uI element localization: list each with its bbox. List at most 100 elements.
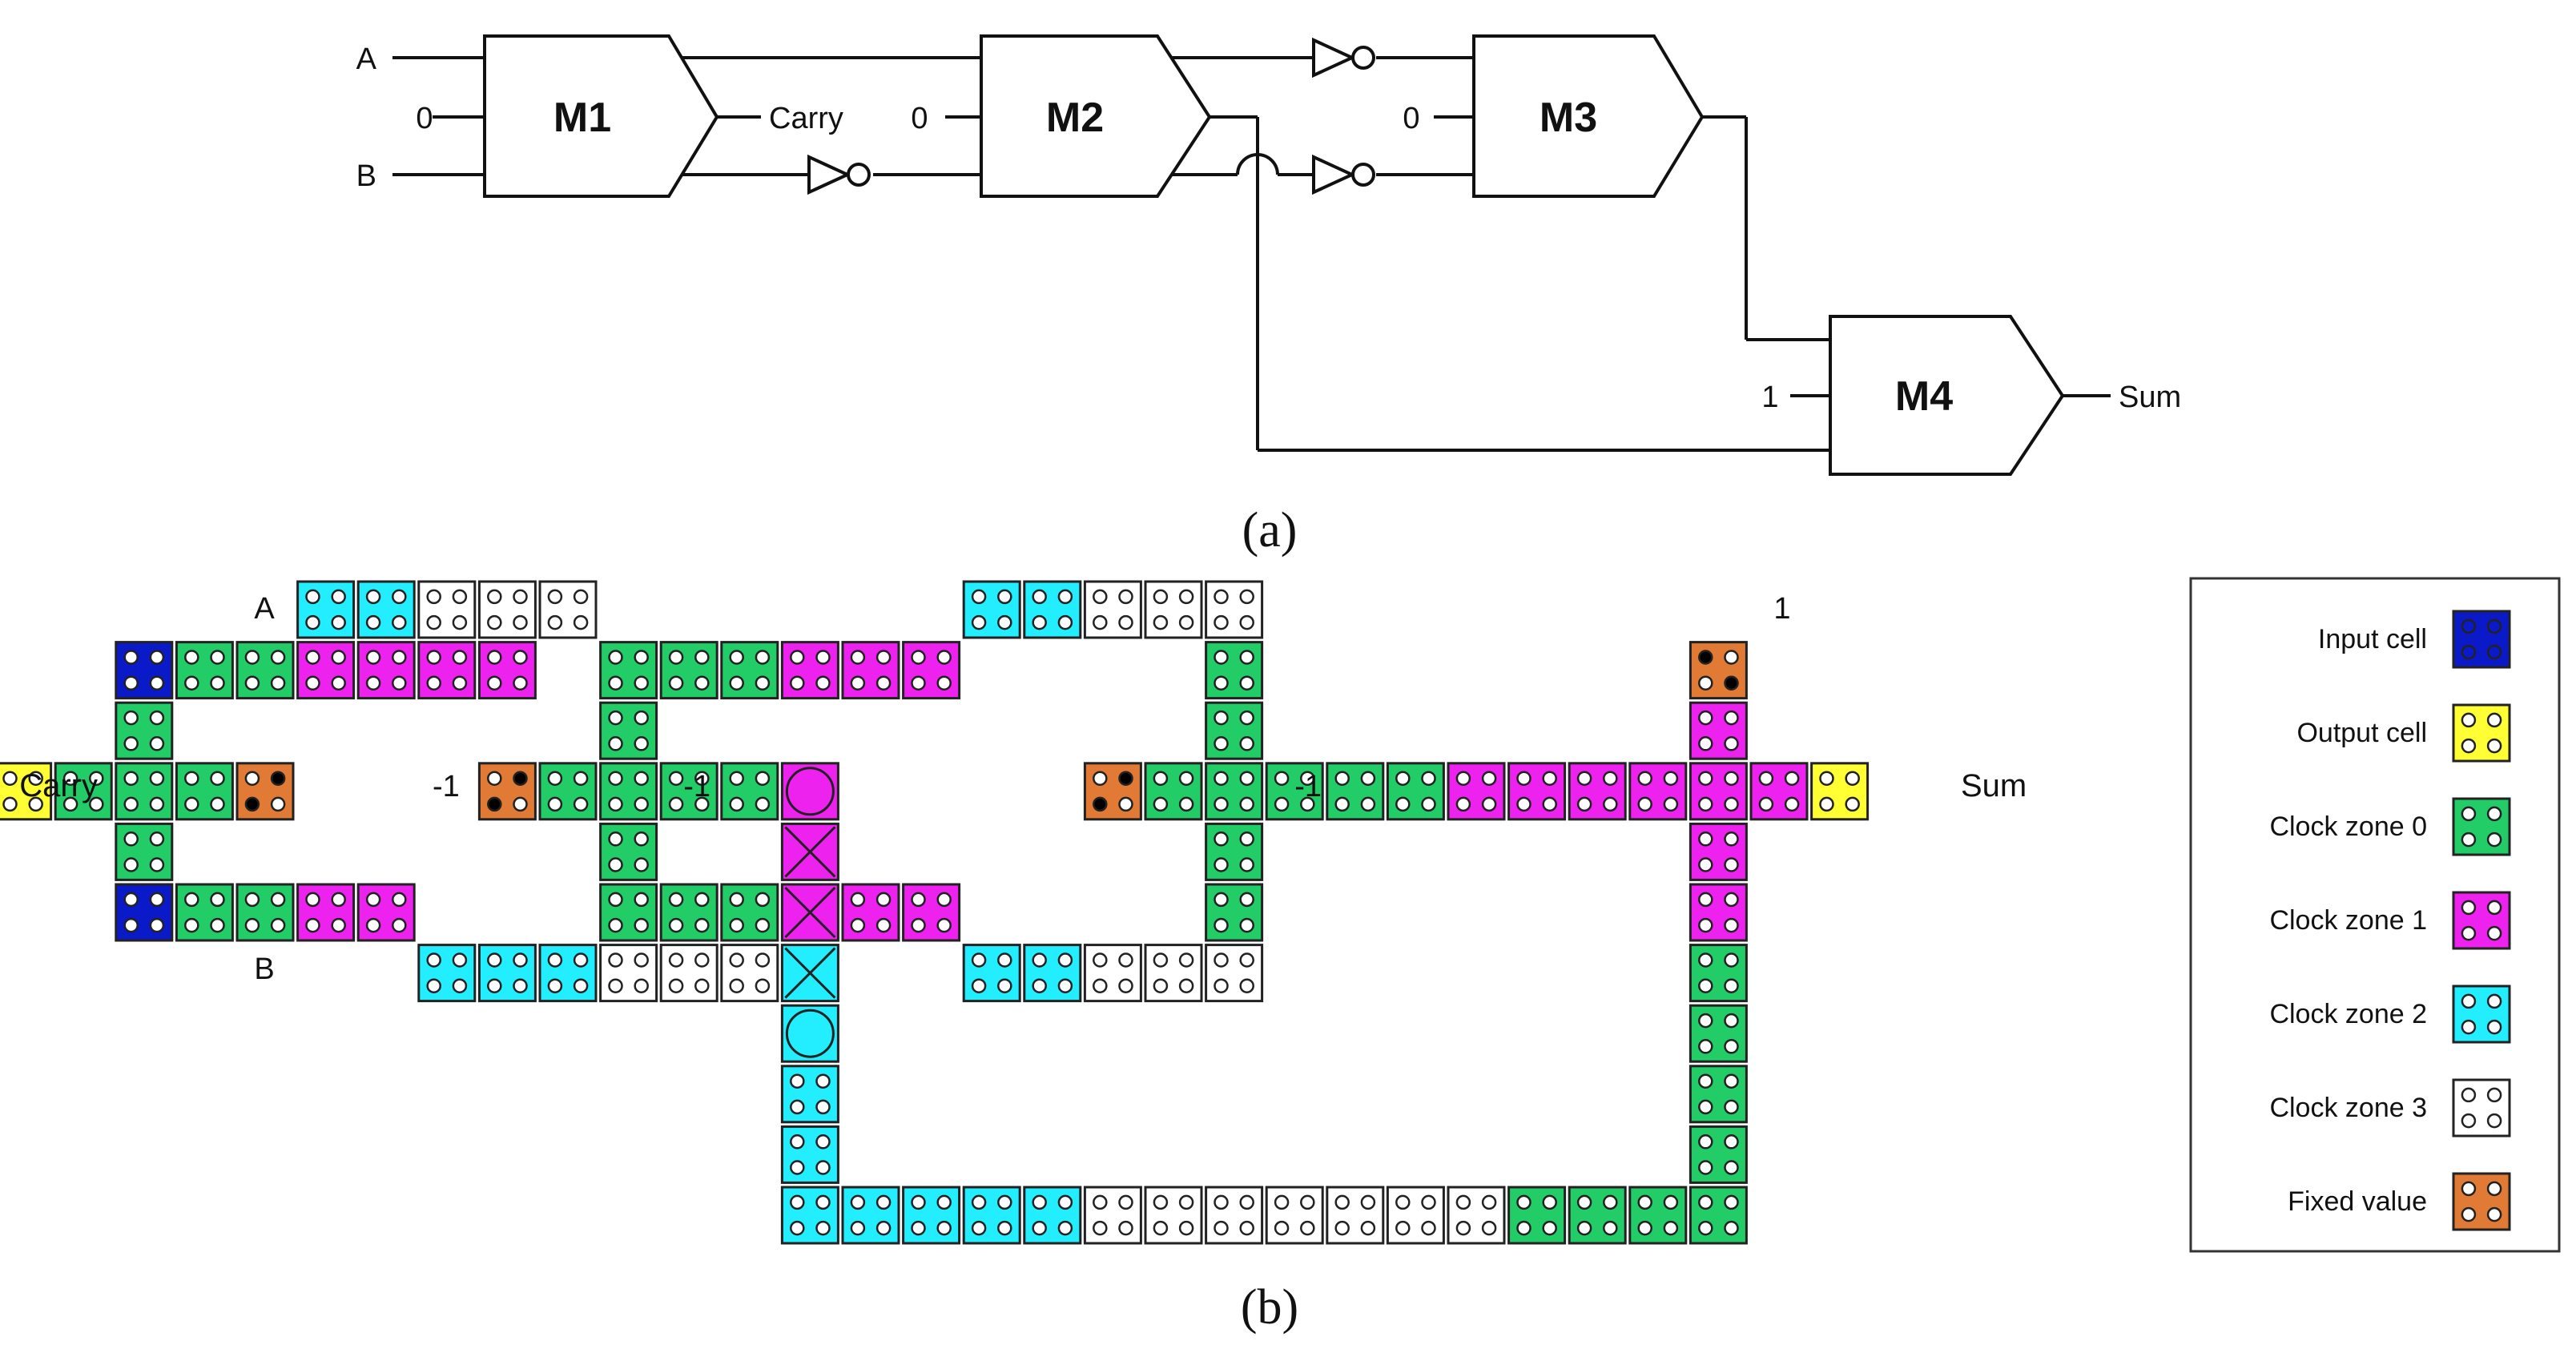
qca-fixed-left-label: -1 xyxy=(433,770,460,803)
qca-cell-zone3 xyxy=(1205,1186,1264,1245)
qca-cell-zone0 xyxy=(720,883,779,942)
qca-input-b-label: B xyxy=(254,952,274,986)
qca-cell-output xyxy=(0,762,53,821)
qca-cell-zone0 xyxy=(235,641,295,700)
qca-sum-label: Sum xyxy=(1961,768,2027,803)
qca-cell-zone0 xyxy=(54,762,113,821)
legend-item: Output cell xyxy=(2296,703,2511,763)
qca-cell-fixed xyxy=(1688,641,1748,700)
qca-cell-zone1 xyxy=(780,762,839,821)
qca-cell-zone1 xyxy=(417,641,477,700)
legend-item: Fixed value xyxy=(2288,1172,2511,1231)
qca-cell-zone1 xyxy=(780,641,839,700)
caption-b: (b) xyxy=(1241,1280,1298,1335)
qca-fixed-mid-label: -1 xyxy=(683,770,710,803)
qca-fixed-one-label: 1 xyxy=(1773,592,1790,626)
qca-cell-zone2 xyxy=(841,1186,900,1245)
qca-cell-zone1 xyxy=(780,883,839,942)
qca-cell-zone0 xyxy=(1265,762,1324,821)
inverter-carry xyxy=(807,154,871,195)
qca-cell-zone1 xyxy=(1688,762,1748,821)
mux-m3: M3 xyxy=(1472,34,1705,198)
qca-cell-zone0 xyxy=(1326,762,1385,821)
qca-cell-zone1 xyxy=(1688,883,1748,942)
qca-cell-zone2 xyxy=(962,1186,1021,1245)
qca-cell-zone0 xyxy=(659,762,718,821)
qca-cell-zone0 xyxy=(1507,1186,1567,1245)
qca-cell-zone2 xyxy=(780,1065,839,1124)
legend-item-label: Clock zone 3 xyxy=(2269,1093,2427,1123)
qca-cell-zone3 xyxy=(1144,580,1203,639)
legend-swatch xyxy=(2452,703,2511,763)
qca-cell-zone0 xyxy=(659,883,718,942)
qca-cell-input xyxy=(115,641,174,700)
m2-const-label: 0 xyxy=(911,102,928,135)
input-b-label: B xyxy=(356,159,376,193)
legend-swatch xyxy=(2452,1078,2511,1138)
qca-cell-zone0 xyxy=(115,822,174,881)
qca-cell-zone0 xyxy=(1205,641,1264,700)
qca-cell-zone0 xyxy=(235,883,295,942)
qca-cell-zone2 xyxy=(538,944,598,1003)
qca-cell-zone1 xyxy=(1447,762,1506,821)
qca-cell-zone0 xyxy=(1144,762,1203,821)
qca-cell-zone0 xyxy=(1688,1186,1748,1245)
qca-cell-zone2 xyxy=(780,1125,839,1184)
legend-swatch xyxy=(2452,797,2511,856)
qca-cell-zone0 xyxy=(599,762,658,821)
qca-cell-zone3 xyxy=(1083,944,1142,1003)
legend-item: Clock zone 0 xyxy=(2269,797,2511,856)
mux-m2: M2 xyxy=(980,34,1212,198)
qca-cell-zone3 xyxy=(720,944,779,1003)
qca-cell-zone3 xyxy=(1326,1186,1385,1245)
legend-swatch xyxy=(2452,985,2511,1044)
logic-schematic xyxy=(392,56,2111,452)
m4-const-label: 1 xyxy=(1761,381,1778,414)
qca-cell-zone3 xyxy=(1205,580,1264,639)
qca-cell-zone2 xyxy=(902,1186,961,1245)
qca-cell-zone3 xyxy=(1083,580,1142,639)
qca-cell-zone0 xyxy=(538,762,598,821)
legend-item-label: Input cell xyxy=(2318,624,2427,654)
qca-cell-zone0 xyxy=(175,641,234,700)
qca-cell-zone0 xyxy=(720,641,779,700)
qca-cell-zone0 xyxy=(1628,1186,1688,1245)
qca-cell-zone0 xyxy=(1205,883,1264,942)
qca-cell-zone1 xyxy=(1688,822,1748,881)
qca-cell-zone2 xyxy=(1023,580,1082,639)
qca-cell-zone1 xyxy=(296,641,356,700)
qca-cell-zone1 xyxy=(902,883,961,942)
qca-cell-zone2 xyxy=(477,944,537,1003)
qca-cell-zone0 xyxy=(1205,762,1264,821)
legend-item-label: Clock zone 2 xyxy=(2269,999,2427,1029)
qca-carry-label: Carry xyxy=(19,768,98,803)
qca-cell-zone0 xyxy=(720,762,779,821)
qca-cell-zone3 xyxy=(1205,944,1264,1003)
qca-cell-zone0 xyxy=(599,641,658,700)
qca-cell-zone0 xyxy=(659,641,718,700)
legend-swatch xyxy=(2452,891,2511,950)
qca-cell-zone3 xyxy=(1144,944,1203,1003)
qca-cell-zone3 xyxy=(599,944,658,1003)
qca-cell-zone1 xyxy=(356,883,416,942)
qca-cell-zone1 xyxy=(780,822,839,881)
m3-const-label: 0 xyxy=(1403,102,1419,135)
qca-cell-zone3 xyxy=(1083,1186,1142,1245)
qca-cell-zone0 xyxy=(599,701,658,760)
qca-cell-zone2 xyxy=(356,580,416,639)
qca-cell-zone2 xyxy=(417,944,477,1003)
qca-cell-zone1 xyxy=(1749,762,1809,821)
qca-cell-zone1 xyxy=(1628,762,1688,821)
qca-cell-zone0 xyxy=(1688,1065,1748,1124)
mux-m3-label: M3 xyxy=(1540,95,1597,141)
qca-cell-zone3 xyxy=(1144,1186,1203,1245)
qca-cell-zone0 xyxy=(115,762,174,821)
qca-cell-zone1 xyxy=(356,641,416,700)
mux-m4: M4 xyxy=(1829,315,2065,476)
qca-cell-zone2 xyxy=(962,944,1021,1003)
qca-cell-zone0 xyxy=(599,883,658,942)
qca-cell-zone1 xyxy=(477,641,537,700)
qca-cell-zone0 xyxy=(1205,701,1264,760)
